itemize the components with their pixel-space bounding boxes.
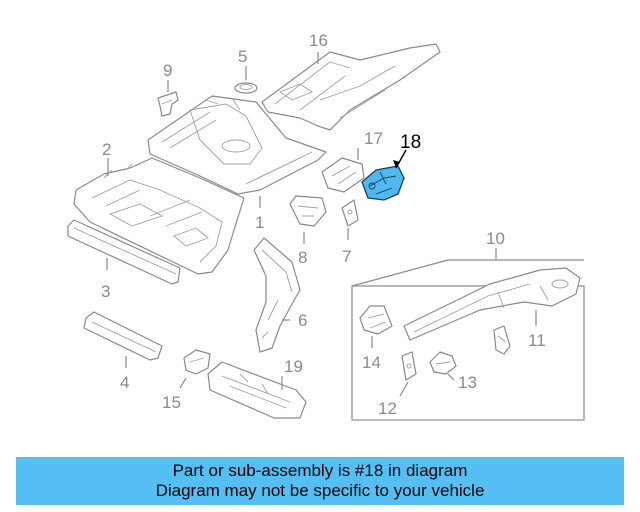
banner-line-1: Part or sub-assembly is #18 in diagram — [172, 461, 468, 480]
part-5-plug[interactable] — [234, 82, 258, 94]
sub-assembly-box — [351, 285, 585, 421]
part-13-bracket[interactable] — [429, 351, 457, 375]
part-8-gusset[interactable] — [289, 195, 327, 227]
part-3-cross-member[interactable] — [67, 219, 181, 285]
part-17-bracket[interactable] — [321, 157, 365, 193]
info-banner: Part or sub-assembly is #18 in diagram D… — [16, 457, 624, 505]
part-7-plate[interactable] — [341, 199, 359, 227]
callout-10: 10 — [486, 229, 505, 248]
banner-line-2: Diagram may not be specific to your vehi… — [155, 481, 485, 500]
callout-13: 13 — [458, 373, 477, 392]
parts-diagram: 16 5 9 1 2 3 4 — [67, 31, 585, 421]
callout-19: 19 — [284, 357, 303, 376]
callout-9: 9 — [163, 61, 172, 80]
callout-18: 18 — [400, 132, 421, 153]
callout-2: 2 — [102, 140, 111, 159]
part-16-rear-floor[interactable] — [261, 43, 441, 131]
callout-1: 1 — [255, 213, 264, 232]
callout-12: 12 — [378, 399, 397, 418]
callout-14: 14 — [362, 353, 381, 372]
part-1-floor-pan[interactable] — [147, 95, 327, 195]
callout-4: 4 — [120, 373, 129, 392]
part-11-bracket[interactable] — [493, 325, 511, 355]
part-2-front-floor[interactable] — [73, 157, 245, 275]
part-19-cross-member[interactable] — [207, 361, 307, 419]
part-18-bracket-highlighted[interactable] — [361, 165, 405, 201]
part-4-reinforcement[interactable] — [83, 311, 163, 361]
callout-11: 11 — [528, 331, 546, 350]
part-14-bracket[interactable] — [359, 305, 393, 335]
part-15-bracket[interactable] — [183, 349, 211, 375]
part-12-plate[interactable] — [401, 351, 417, 381]
callout-3: 3 — [101, 282, 110, 301]
callout-8: 8 — [298, 248, 307, 267]
part-10-side-rail[interactable] — [403, 267, 581, 341]
callout-17: 17 — [364, 129, 383, 148]
callout-16: 16 — [309, 31, 328, 50]
callout-6: 6 — [298, 311, 307, 330]
callout-15: 15 — [162, 393, 181, 412]
part-6-side-rail[interactable] — [253, 237, 301, 353]
callout-5: 5 — [238, 47, 247, 66]
part-9-bracket[interactable] — [157, 91, 179, 117]
callout-7: 7 — [342, 247, 351, 266]
